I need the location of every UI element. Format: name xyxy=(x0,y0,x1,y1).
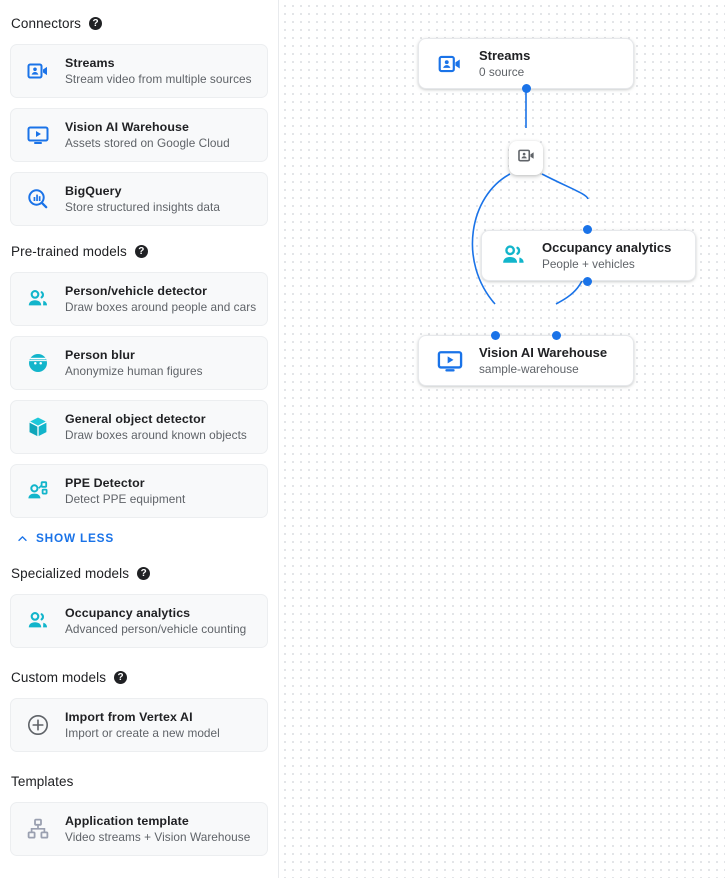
palette-item-vision-ai-warehouse[interactable]: Vision AI Warehouse Assets stored on Goo… xyxy=(10,108,268,162)
graph-node-title: Occupancy analytics xyxy=(542,240,672,255)
palette-item-title: PPE Detector xyxy=(65,476,145,490)
section-header-custom-models: Custom models ? xyxy=(10,666,268,688)
help-icon[interactable]: ? xyxy=(137,566,151,580)
palette-item-person-blur[interactable]: Person blur Anonymize human figures xyxy=(10,336,268,390)
cube-icon xyxy=(25,414,51,440)
palette-item-title: BigQuery xyxy=(65,184,122,198)
palette-item-person-vehicle-detector[interactable]: Person/vehicle detector Draw boxes aroun… xyxy=(10,272,268,326)
help-icon[interactable]: ? xyxy=(134,244,148,258)
palette-item-title: Vision AI Warehouse xyxy=(65,120,189,134)
palette-item-subtitle: Advanced person/vehicle counting xyxy=(65,622,247,636)
palette-item-subtitle: Anonymize human figures xyxy=(65,364,203,378)
palette-item-general-object-detector[interactable]: General object detector Draw boxes aroun… xyxy=(10,400,268,454)
section-header-templates: Templates xyxy=(10,770,268,792)
section-header-specialized-models: Specialized models ? xyxy=(10,562,268,584)
palette-item-subtitle: Assets stored on Google Cloud xyxy=(65,136,230,150)
video-display-icon xyxy=(25,122,51,148)
help-icon[interactable]: ? xyxy=(114,670,128,684)
section-title: Connectors xyxy=(11,15,82,31)
bigquery-icon xyxy=(25,186,51,212)
palette-item-application-template[interactable]: Application template Video streams + Vis… xyxy=(10,802,268,856)
palette-item-subtitle: Draw boxes around known objects xyxy=(65,428,247,442)
palette-item-subtitle: Detect PPE equipment xyxy=(65,492,186,506)
graph-node-vision-ai-warehouse[interactable]: Vision AI Warehouse sample-warehouse xyxy=(418,335,634,386)
graph-node-subtitle: sample-warehouse xyxy=(479,362,579,376)
port-warehouse-input-left[interactable] xyxy=(491,331,500,340)
section-header-connectors: Connectors ? xyxy=(10,12,268,34)
section-title: Pre-trained models xyxy=(11,243,127,259)
palette-item-title: Person blur xyxy=(65,348,135,362)
video-camera-icon xyxy=(25,58,51,84)
section-header-pre-trained-models: Pre-trained models ? xyxy=(10,240,268,262)
show-less-toggle[interactable]: SHOW LESS xyxy=(16,528,268,548)
palette-item-title: General object detector xyxy=(65,412,206,426)
palette-item-import-from-vertex-ai[interactable]: Import from Vertex AI Import or create a… xyxy=(10,698,268,752)
face-blur-icon xyxy=(25,350,51,376)
palette-item-subtitle: Stream video from multiple sources xyxy=(65,72,252,86)
palette-item-subtitle: Import or create a new model xyxy=(65,726,220,740)
video-camera-icon xyxy=(435,49,465,79)
graph-node-stream-relay[interactable] xyxy=(509,141,543,175)
graph-node-subtitle: 0 source xyxy=(479,65,525,79)
section-title: Custom models xyxy=(11,669,107,685)
help-icon[interactable]: ? xyxy=(89,16,103,30)
port-warehouse-input-right[interactable] xyxy=(552,331,561,340)
ppe-person-icon xyxy=(25,478,51,504)
palette-item-title: Application template xyxy=(65,814,189,828)
graph-node-title: Vision AI Warehouse xyxy=(479,345,608,360)
video-display-icon xyxy=(435,346,465,376)
people-icon xyxy=(25,608,51,634)
palette-item-ppe-detector[interactable]: PPE Detector Detect PPE equipment xyxy=(10,464,268,518)
people-icon xyxy=(498,241,528,271)
port-streams-output[interactable] xyxy=(522,84,531,93)
graph-node-subtitle: People + vehicles xyxy=(542,257,635,271)
chevron-up-icon xyxy=(16,532,29,545)
palette-item-bigquery[interactable]: BigQuery Store structured insights data xyxy=(10,172,268,226)
palette-item-title: Import from Vertex AI xyxy=(65,710,193,724)
edge-relay-to-occupancy xyxy=(541,173,589,200)
account-tree-icon xyxy=(25,816,51,842)
graph-node-occupancy-analytics[interactable]: Occupancy analytics People + vehicles xyxy=(481,230,696,281)
edge-relay-to-warehouse xyxy=(471,173,511,305)
palette-item-subtitle: Draw boxes around people and cars xyxy=(65,300,257,314)
palette-item-title: Person/vehicle detector xyxy=(65,284,208,298)
palette-item-subtitle: Video streams + Vision Warehouse xyxy=(65,830,251,844)
port-occupancy-output[interactable] xyxy=(583,277,592,286)
video-camera-icon xyxy=(517,146,536,170)
palette-item-streams[interactable]: Streams Stream video from multiple sourc… xyxy=(10,44,268,98)
graph-node-streams[interactable]: Streams 0 source xyxy=(418,38,634,89)
palette-item-occupancy-analytics[interactable]: Occupancy analytics Advanced person/vehi… xyxy=(10,594,268,648)
component-palette-sidebar: Connectors ? Streams Stream video from m… xyxy=(0,0,279,878)
palette-item-title: Streams xyxy=(65,56,115,70)
people-icon xyxy=(25,286,51,312)
graph-edges xyxy=(471,57,589,305)
palette-item-subtitle: Store structured insights data xyxy=(65,200,220,214)
port-occupancy-input[interactable] xyxy=(583,225,592,234)
palette-item-title: Occupancy analytics xyxy=(65,606,191,620)
section-title: Specialized models xyxy=(11,565,130,581)
show-less-label: SHOW LESS xyxy=(36,531,114,545)
section-title: Templates xyxy=(11,773,74,789)
pipeline-graph-canvas[interactable]: Streams 0 source Occupancy analytics Peo… xyxy=(279,0,725,878)
graph-node-title: Streams xyxy=(479,48,531,63)
plus-circle-icon xyxy=(25,712,51,738)
